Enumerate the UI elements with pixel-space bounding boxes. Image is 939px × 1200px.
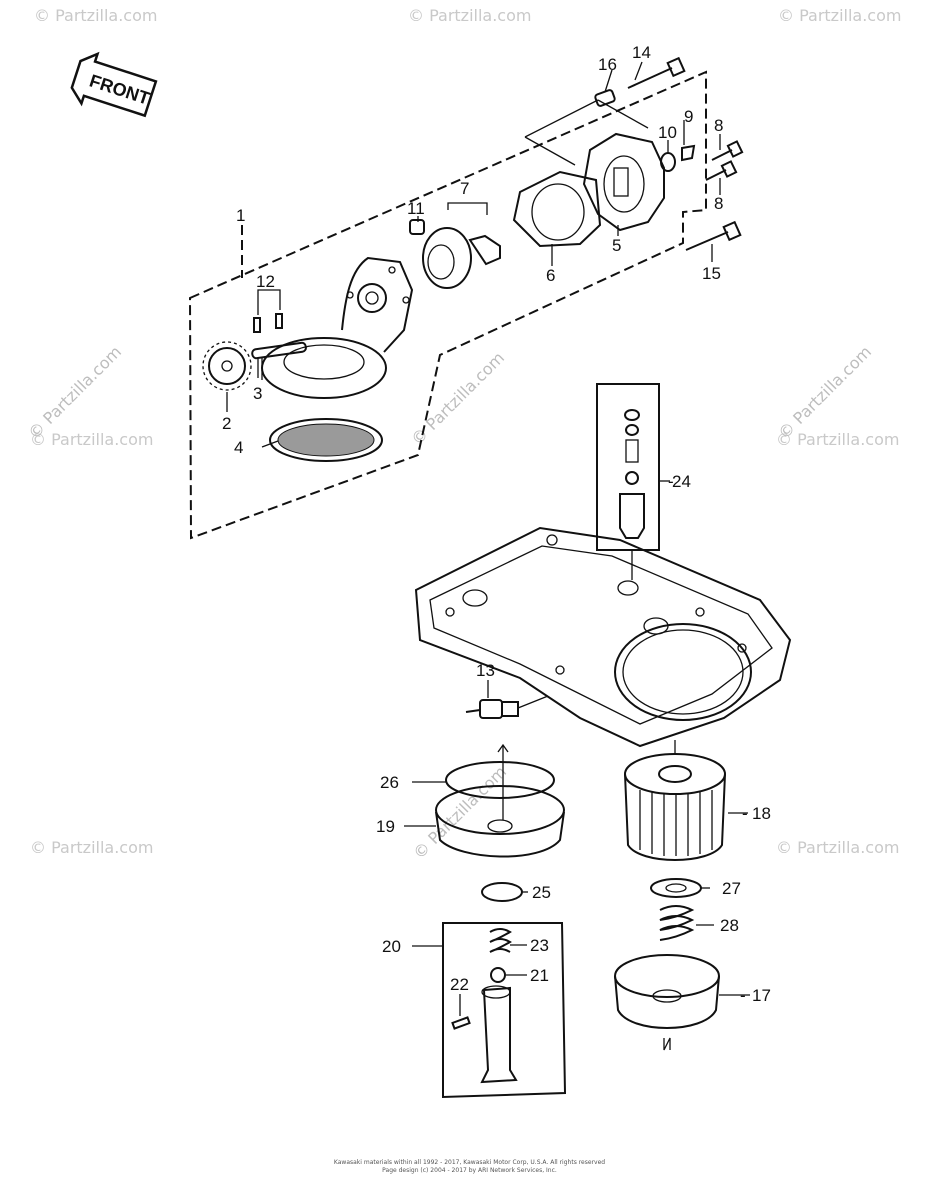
label-dash-24: -	[668, 472, 674, 491]
label-part-23: 23	[530, 936, 549, 955]
label-part-4: 4	[234, 438, 243, 457]
footer-design-credit: Page design (c) 2004 - 2017 by ARI Netwo…	[382, 1167, 557, 1174]
pump-gasket-icon	[512, 170, 602, 248]
watermark-top-center: © Partzilla.com	[408, 6, 532, 25]
long-bolt-14-icon	[627, 56, 686, 89]
watermark-diag-3: © Partzilla.com	[774, 342, 875, 443]
dowel-pin-icon	[594, 89, 616, 107]
label-part-5: 5	[612, 236, 621, 255]
label-part-12: 12	[256, 272, 275, 291]
filter-washer-icon	[650, 878, 702, 898]
oil-filter-element-icon	[624, 740, 726, 861]
label-part-24: 24	[672, 472, 691, 491]
clip-icon	[681, 144, 696, 162]
label-dash-18: -	[742, 804, 748, 823]
leader-lines	[261, 61, 750, 1016]
label-part-19: 19	[376, 817, 395, 836]
watermark-top-right: © Partzilla.com	[778, 6, 902, 25]
oil-pump-body-icon	[261, 256, 414, 399]
oil-strainer-icon	[269, 418, 383, 462]
label-part-17: 17	[752, 986, 771, 1005]
label-part-7: 7	[460, 179, 469, 198]
label-part-6: 6	[546, 266, 555, 285]
pump-assembly-outline	[188, 70, 707, 540]
bypass-valve-box	[442, 922, 567, 1099]
filter-cover-icon	[614, 954, 720, 1051]
pins-icon	[253, 289, 283, 333]
oil-pan-icon	[414, 526, 792, 748]
filter-spring-icon	[659, 905, 695, 941]
label-part-22: 22	[450, 975, 469, 994]
label-part-11: 11	[407, 199, 425, 218]
cover-bolt-upper-icon	[711, 140, 744, 161]
watermark-top-left: © Partzilla.com	[34, 6, 158, 25]
rotor-pin-icon	[409, 219, 425, 235]
label-part-18: 18	[752, 804, 771, 823]
footer-copyright: Kawasaki materials within all 1992 - 201…	[333, 1159, 606, 1166]
cover-bracket-outline	[524, 99, 649, 166]
label-part-15: 15	[702, 264, 721, 283]
filter-housing-plate-icon	[435, 743, 565, 858]
long-bolt-15-icon	[685, 220, 742, 251]
label-part-14: 14	[632, 43, 651, 62]
label-part-27: 27	[722, 879, 741, 898]
watermark-diag-4: © Partzilla.com	[409, 762, 510, 863]
o-ring-icon	[481, 882, 523, 902]
oil-pressure-switch-icon	[465, 680, 549, 719]
front-arrow-icon: FRONT	[70, 51, 158, 118]
label-part-26: 26	[380, 773, 399, 792]
retaining-ring-icon	[445, 761, 555, 799]
label-part-2: 2	[222, 414, 231, 433]
watermark-low-left: © Partzilla.com	[30, 838, 154, 857]
cover-bolt-lower-icon	[705, 160, 738, 181]
label-part-3: 3	[253, 384, 262, 403]
pump-rotor-icon	[422, 202, 501, 289]
label-part-8-lower: 8	[714, 194, 723, 213]
washer-icon	[660, 152, 676, 172]
label-part-9: 9	[684, 107, 693, 126]
label-part-20: 20	[382, 937, 401, 956]
label-part-8-upper: 8	[714, 116, 723, 135]
label-part-1: 1	[236, 206, 245, 225]
watermark-mid-right: © Partzilla.com	[776, 430, 900, 449]
watermark-mid-left: © Partzilla.com	[30, 430, 154, 449]
watermark-low-right: © Partzilla.com	[776, 838, 900, 857]
label-part-21: 21	[530, 966, 549, 985]
oil-pump-sprocket-icon	[202, 341, 252, 412]
label-part-13: 13	[476, 661, 495, 680]
label-part-10: 10	[658, 123, 677, 142]
label-part-25: 25	[532, 883, 551, 902]
label-part-16: 16	[598, 55, 617, 74]
label-dash-17: -	[740, 986, 746, 1005]
watermark-diag-2: © Partzilla.com	[24, 342, 125, 443]
pump-cover-icon	[582, 132, 665, 232]
label-part-28: 28	[720, 916, 739, 935]
relief-valve-box	[596, 383, 660, 580]
